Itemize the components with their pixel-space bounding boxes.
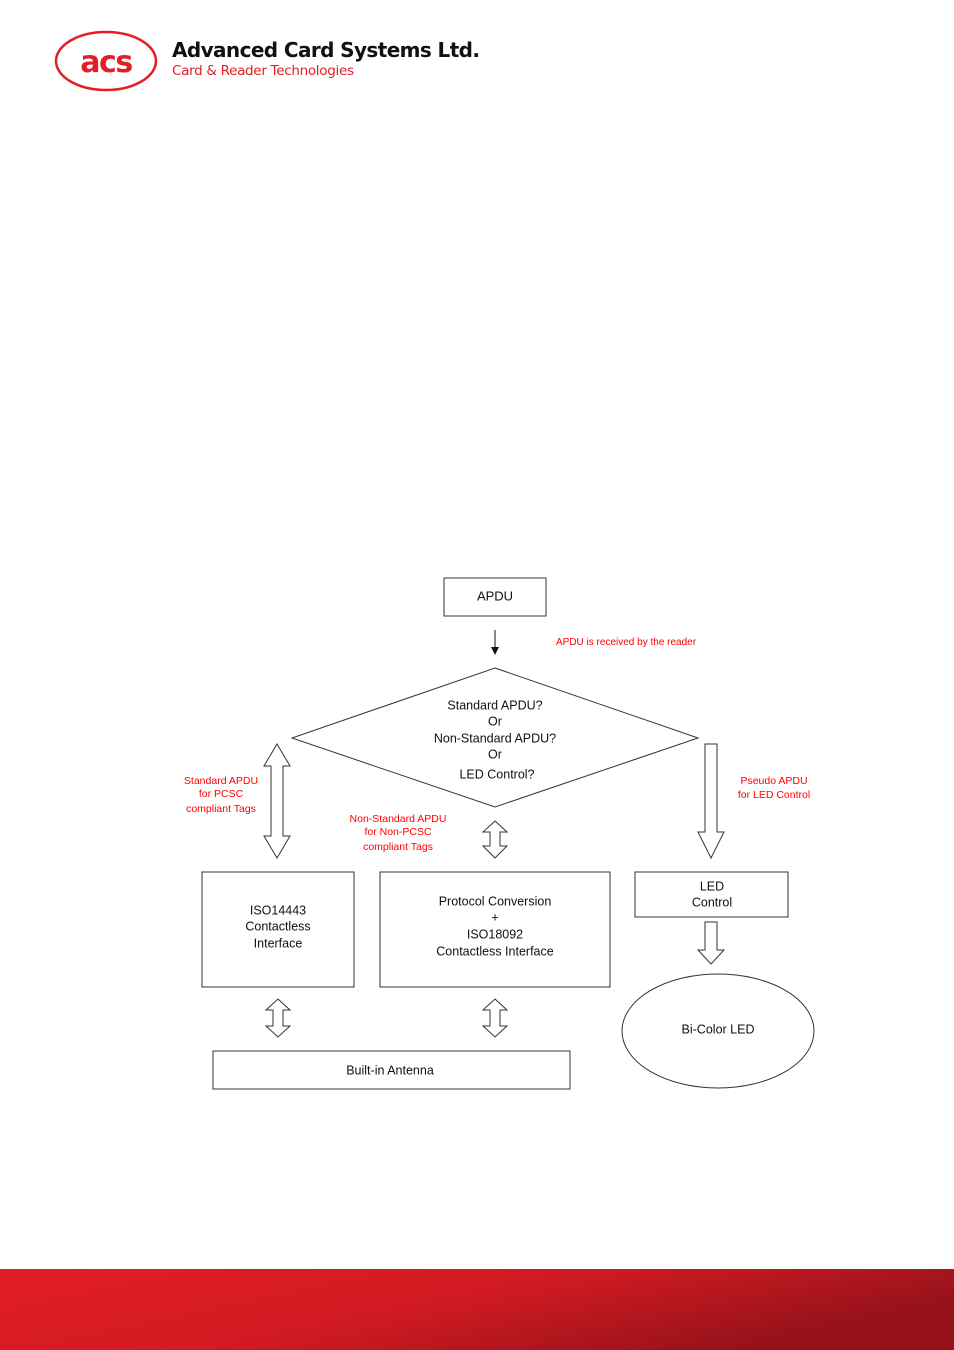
double-arrow-standard (263, 743, 291, 859)
antenna-label: Built-in Antenna (346, 1063, 434, 1077)
footer-band (0, 1269, 954, 1350)
decision-line-5: LED Control? (459, 767, 534, 781)
arrow-pseudo-apdu (697, 743, 725, 860)
bicolor-led-label: Bi-Color LED (682, 1022, 755, 1036)
decision-line-4: Or (488, 747, 502, 761)
annotation-standard-line-1: Standard APDU (184, 775, 258, 787)
led-control-line-1: LED (700, 879, 724, 893)
annotation-standard-line-2: for PCSC (199, 788, 244, 800)
iso14443-line-1: ISO14443 (250, 903, 306, 917)
annotation-non-standard-line-3: compliant Tags (363, 841, 433, 853)
arrow-led-to-bicolor (696, 921, 726, 965)
protocol-line-1: Protocol Conversion (439, 894, 552, 908)
decision-node: Standard APDU? Or Non-Standard APDU? Or … (290, 667, 700, 808)
annotation-received: APDU is received by the reader (556, 637, 697, 648)
company-name: Advanced Card Systems Ltd. (172, 38, 480, 62)
iso14443-node: ISO14443 Contactless Interface (201, 871, 355, 988)
apdu-label: APDU (477, 588, 513, 603)
double-arrow-non-standard (481, 820, 509, 859)
iso14443-line-2: Contactless (245, 919, 310, 933)
protocol-line-4: Contactless Interface (436, 944, 553, 958)
arrow-apdu-to-decision (491, 630, 499, 655)
double-arrow-iso14443-antenna (264, 998, 292, 1038)
double-arrow-protocol-antenna (481, 998, 509, 1038)
page-header: acs Advanced Card Systems Ltd. Card & Re… (0, 0, 954, 110)
antenna-node: Built-in Antenna (212, 1050, 571, 1090)
decision-line-2: Or (488, 714, 502, 728)
decision-line-1: Standard APDU? (447, 698, 542, 712)
annotation-standard: Standard APDU for PCSC compliant Tags (184, 775, 258, 815)
protocol-line-3: ISO18092 (467, 927, 523, 941)
iso14443-line-3: Interface (254, 936, 303, 950)
led-control-line-2: Control (692, 895, 732, 909)
bicolor-led-node: Bi-Color LED (621, 973, 815, 1089)
apdu-flow-diagram: APDU APDU is received by the reader Stan… (184, 577, 815, 1090)
protocol-line-2: + (491, 910, 498, 924)
acs-logo: acs (54, 30, 158, 92)
annotation-non-standard-line-1: Non-Standard APDU (350, 813, 447, 825)
annotation-pseudo-line-1: Pseudo APDU (740, 775, 807, 787)
decision-line-3: Non-Standard APDU? (434, 731, 556, 745)
annotation-standard-line-3: compliant Tags (186, 803, 256, 815)
annotation-pseudo: Pseudo APDU for LED Control (738, 775, 810, 801)
annotation-non-standard-line-2: for Non-PCSC (364, 826, 432, 838)
led-control-node: LED Control (634, 871, 789, 918)
annotation-pseudo-line-2: for LED Control (738, 789, 810, 801)
logo-text: acs (80, 45, 132, 80)
protocol-conversion-node: Protocol Conversion + ISO18092 Contactle… (379, 871, 611, 988)
logo-ellipse (54, 30, 158, 92)
annotation-non-standard: Non-Standard APDU for Non-PCSC compliant… (350, 813, 447, 853)
company-tagline: Card & Reader Technologies (172, 63, 354, 79)
apdu-node: APDU (443, 577, 547, 617)
